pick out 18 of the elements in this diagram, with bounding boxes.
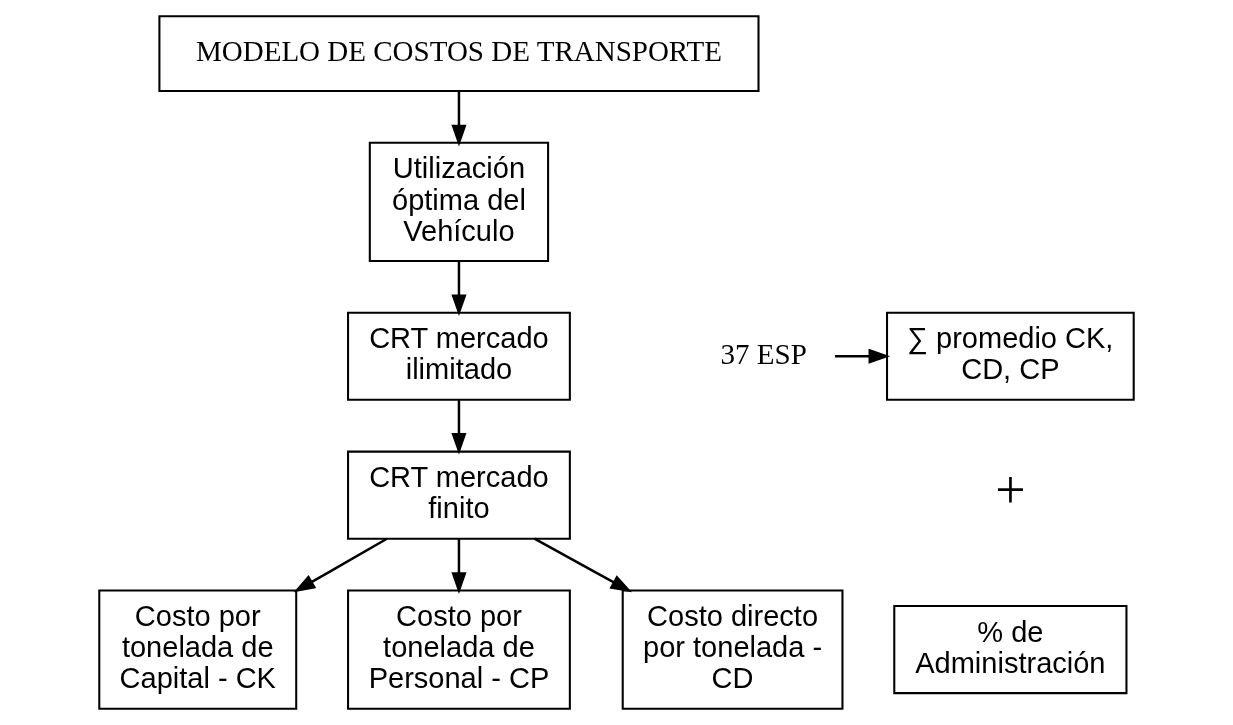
arrow: [835, 348, 891, 364]
node-box: Costo por tonelada de Personal - CP: [347, 589, 571, 710]
node-box: % de Administración: [893, 605, 1128, 695]
node-box: MODELO DE COSTOS DE TRANSPORTE: [158, 15, 760, 92]
node-box: CRT mercado ilimitado: [347, 311, 571, 401]
node-box: ∑ promedio CK, CD, CP: [886, 311, 1135, 401]
node-box: CRT mercado finito: [347, 450, 571, 540]
arrow: [533, 537, 632, 593]
node-box: Utilización óptima del Vehículo: [368, 141, 550, 262]
node-box: Costo por tonelada de Capital - CK: [98, 589, 298, 710]
arrow: [451, 400, 467, 455]
arrow: [451, 539, 467, 594]
label: +: [995, 460, 1026, 521]
node-text: 37 ESP: [720, 337, 807, 370]
arrow: [451, 91, 467, 147]
arrow: [293, 537, 388, 593]
arrow: [451, 261, 467, 317]
node-box: Costo directo por tonelada - CD: [621, 589, 844, 710]
